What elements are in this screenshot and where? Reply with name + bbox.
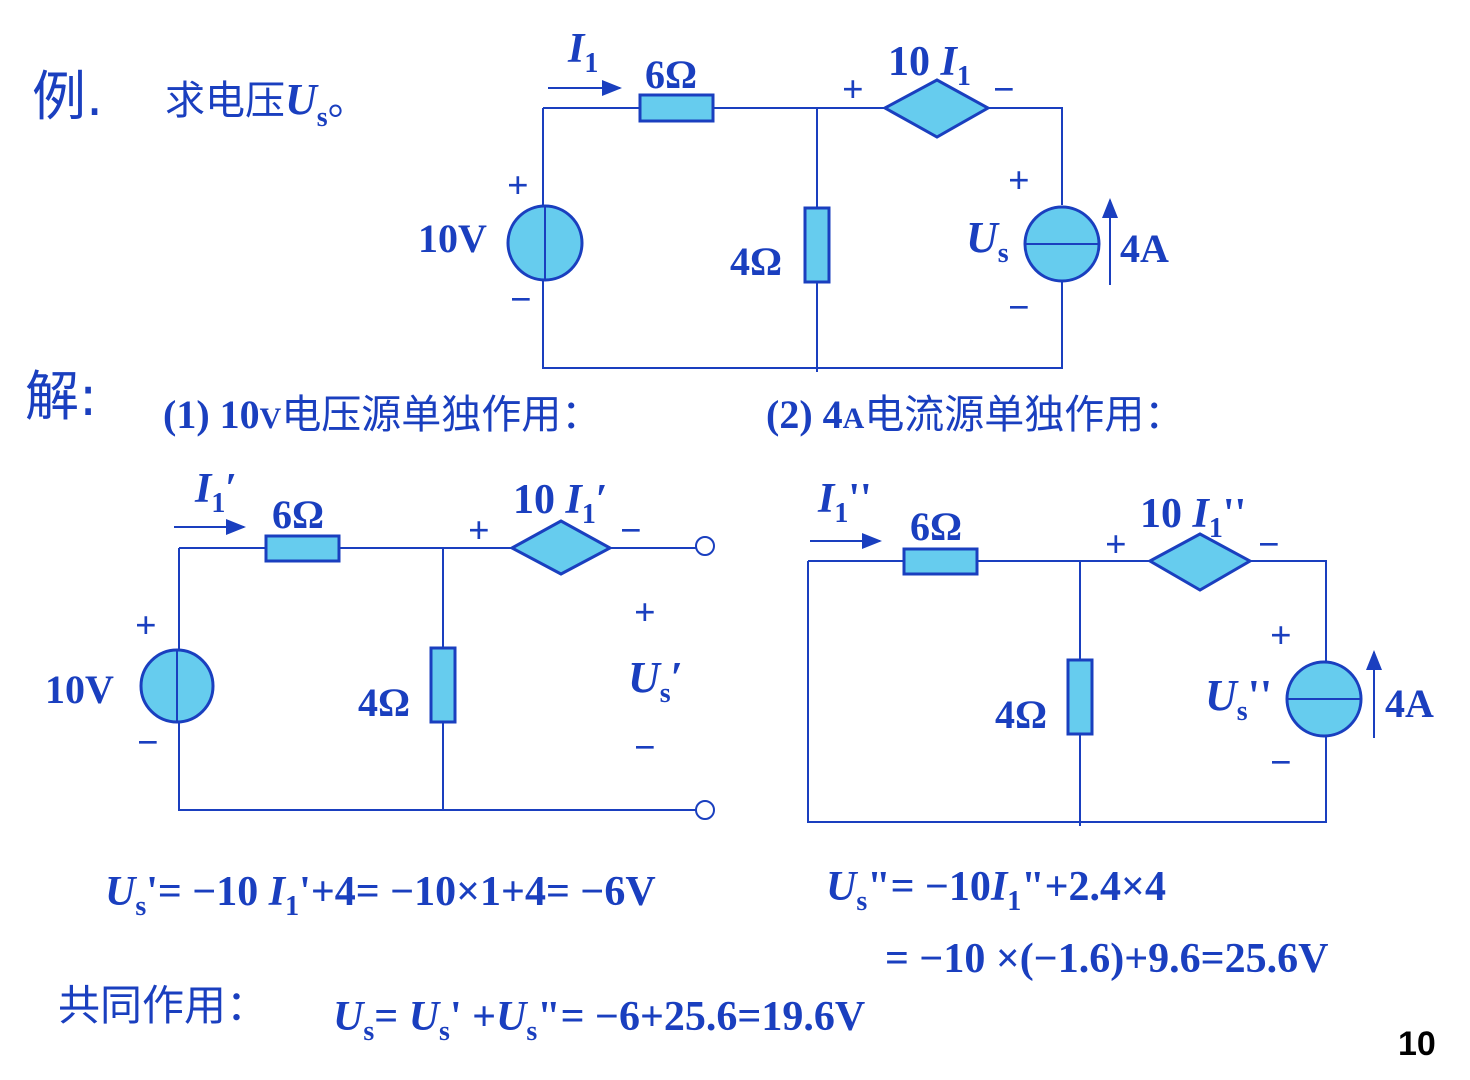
isrc-plus: +: [1270, 615, 1292, 657]
dependent-voltage-source: [1146, 532, 1254, 592]
part1-heading: (1) 10V电压源单独作用：: [163, 392, 601, 438]
example-label: 例.: [32, 65, 103, 128]
combined-label: 共同作用：: [58, 981, 268, 1030]
vsrc-plus: +: [135, 605, 157, 647]
r2-label: 4Ω: [995, 692, 1047, 737]
vsrc-plus: +: [507, 165, 529, 207]
resistor-6ohm: [264, 534, 341, 563]
terminal-bottom: [695, 800, 715, 820]
dependent-voltage-source: [508, 519, 614, 576]
dep-plus: +: [842, 69, 864, 111]
dep-source-label: 10 I1′: [513, 477, 608, 530]
vsrc-minus: −: [137, 722, 159, 764]
current-label: I1'': [817, 476, 872, 529]
r1-label: 6Ω: [645, 52, 697, 97]
us-label: Us′: [628, 653, 683, 709]
dep-minus: −: [993, 69, 1015, 111]
page-number: 10: [1398, 1025, 1436, 1063]
example-task: 求电压Us。: [165, 75, 368, 133]
isrc-label: 4A: [1385, 681, 1434, 726]
r1-label: 6Ω: [272, 492, 324, 537]
resistor-4ohm: [1066, 658, 1094, 736]
isrc-minus: −: [1008, 287, 1030, 329]
dependent-voltage-source: [881, 78, 992, 139]
terminal-top: [695, 536, 715, 556]
vsrc-minus: −: [510, 279, 532, 321]
resistor-6ohm: [638, 93, 715, 123]
isrc-plus: +: [1008, 160, 1030, 202]
dep-plus: +: [1105, 524, 1127, 566]
resistor-4ohm: [429, 646, 457, 724]
circuit-top: I1 6Ω 10 I1 + − + − 10V 4Ω + − Us 4A: [418, 26, 1169, 372]
current-i1-label: I1: [567, 26, 598, 79]
part2-heading: (2) 4A电流源单独作用：: [766, 392, 1184, 438]
equation-us-prime: Us'= −10 I1'+4= −10×1+4= −6V: [105, 869, 656, 922]
dep-source-label: 10 I1: [888, 39, 971, 92]
resistor-4ohm: [803, 206, 831, 284]
dep-minus: −: [620, 510, 642, 552]
dep-plus: +: [468, 510, 490, 552]
dep-source-label: 10 I1'': [1140, 491, 1246, 544]
circuit-2: I1'' 6Ω 10 I1'' + − 4Ω + − Us'' 4A: [807, 476, 1434, 826]
us-minus: −: [634, 727, 656, 769]
equation-us-dprime: Us"= −10I1"+2.4×4: [826, 864, 1166, 917]
r2-label: 4Ω: [358, 680, 410, 725]
isrc-minus: −: [1270, 742, 1292, 784]
vsrc-label: 10V: [418, 216, 487, 261]
equation-us-dprime-result: = −10 ×(−1.6)+9.6=25.6V: [885, 936, 1328, 982]
us-label: Us: [966, 213, 1009, 269]
vsrc-label: 10V: [45, 667, 114, 712]
current-label: I1′: [194, 466, 237, 519]
us-plus: +: [634, 592, 656, 634]
equation-combined: Us= Us' +Us"= −6+25.6=19.6V: [333, 994, 865, 1047]
isrc-label: 4A: [1120, 226, 1169, 271]
us-label: Us'': [1205, 671, 1272, 727]
circuit-1: I1′ 6Ω 10 I1′ + − + − 10V 4Ω + − Us′: [45, 466, 715, 820]
dep-minus: −: [1258, 524, 1280, 566]
r2-label: 4Ω: [730, 239, 782, 284]
r1-label: 6Ω: [910, 504, 962, 549]
solution-label: 解:: [25, 365, 97, 428]
resistor-6ohm: [902, 547, 979, 576]
